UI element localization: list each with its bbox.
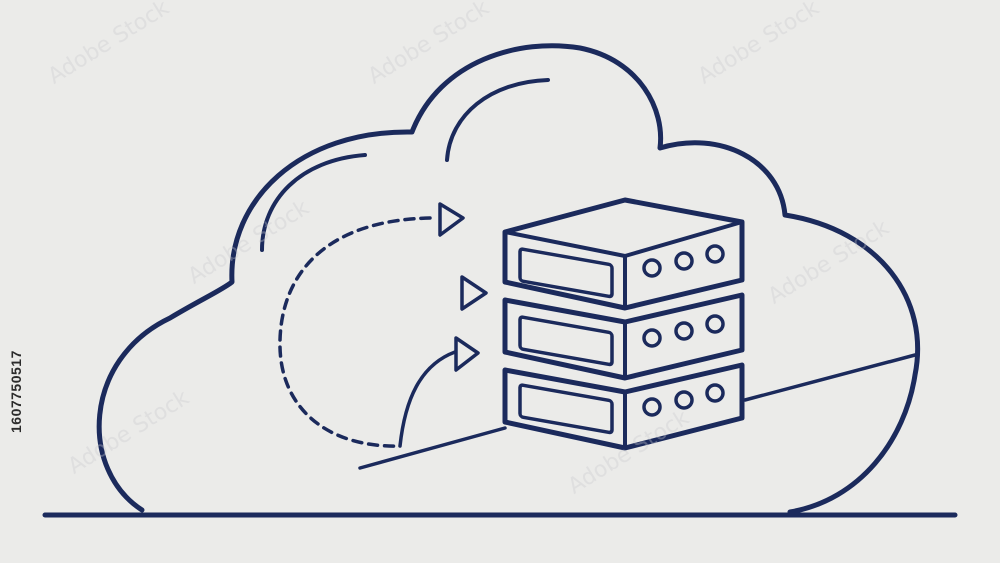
status-light	[705, 383, 725, 403]
floor-line	[358, 426, 507, 470]
status-light	[674, 251, 694, 271]
play-triangle-icon	[438, 202, 465, 237]
status-light	[674, 321, 694, 341]
status-light	[642, 397, 662, 417]
dashed-arrow-icon	[278, 216, 432, 448]
server-unit	[502, 362, 745, 451]
server-unit	[502, 197, 745, 311]
cloud-outline-icon	[96, 43, 921, 515]
curved-arrow-stem	[398, 350, 457, 448]
status-light	[705, 314, 725, 334]
cloud-highlight-arc	[260, 153, 367, 252]
stock-image-id: 1607750517	[8, 350, 24, 434]
play-triangle-icon	[460, 275, 488, 311]
status-light	[674, 390, 694, 410]
drive-slot	[518, 247, 614, 299]
drive-slot	[518, 315, 614, 367]
status-light	[642, 258, 662, 278]
server-unit	[502, 292, 745, 381]
cloud-highlight-arc	[445, 78, 550, 162]
drive-slot	[518, 383, 614, 435]
play-triangle-icon	[454, 336, 480, 372]
server-stack-icon	[502, 197, 745, 451]
status-light	[642, 328, 662, 348]
status-light	[705, 244, 725, 264]
floor-line	[743, 353, 917, 402]
